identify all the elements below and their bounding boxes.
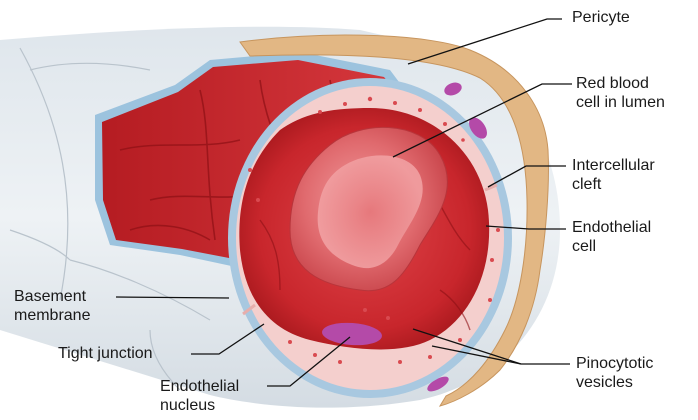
label-tight-junction: Tight junction [58,344,153,363]
label-intercellular-cleft-line1: Intercellular [572,156,655,175]
label-tight-junction-line1: Tight junction [58,344,153,363]
label-basement-membrane-line2: membrane [14,306,90,325]
label-basement-membrane-line1: Basement [14,287,90,306]
label-endothelial-cell: Endothelial cell [572,218,651,256]
label-pericyte-line1: Pericyte [572,8,630,27]
label-red-blood-cell-line2: cell in lumen [576,93,665,112]
label-red-blood-cell: Red blood cell in lumen [576,74,665,112]
label-endothelial-nucleus-line1: Endothelial [160,377,239,396]
label-red-blood-cell-line1: Red blood [576,74,665,93]
label-endothelial-nucleus-line2: nucleus [160,396,239,415]
label-intercellular-cleft: Intercellular cleft [572,156,655,194]
label-basement-membrane: Basement membrane [14,287,90,325]
label-endothelial-cell-line2: cell [572,237,651,256]
label-pinocytotic-vesicles: Pinocytotic vesicles [576,354,653,392]
label-pericyte: Pericyte [572,8,630,27]
label-pinocytotic-vesicles-line2: vesicles [576,373,653,392]
label-endothelial-cell-line1: Endothelial [572,218,651,237]
label-endothelial-nucleus: Endothelial nucleus [160,377,239,415]
label-intercellular-cleft-line2: cleft [572,175,655,194]
label-pinocytotic-vesicles-line1: Pinocytotic [576,354,653,373]
